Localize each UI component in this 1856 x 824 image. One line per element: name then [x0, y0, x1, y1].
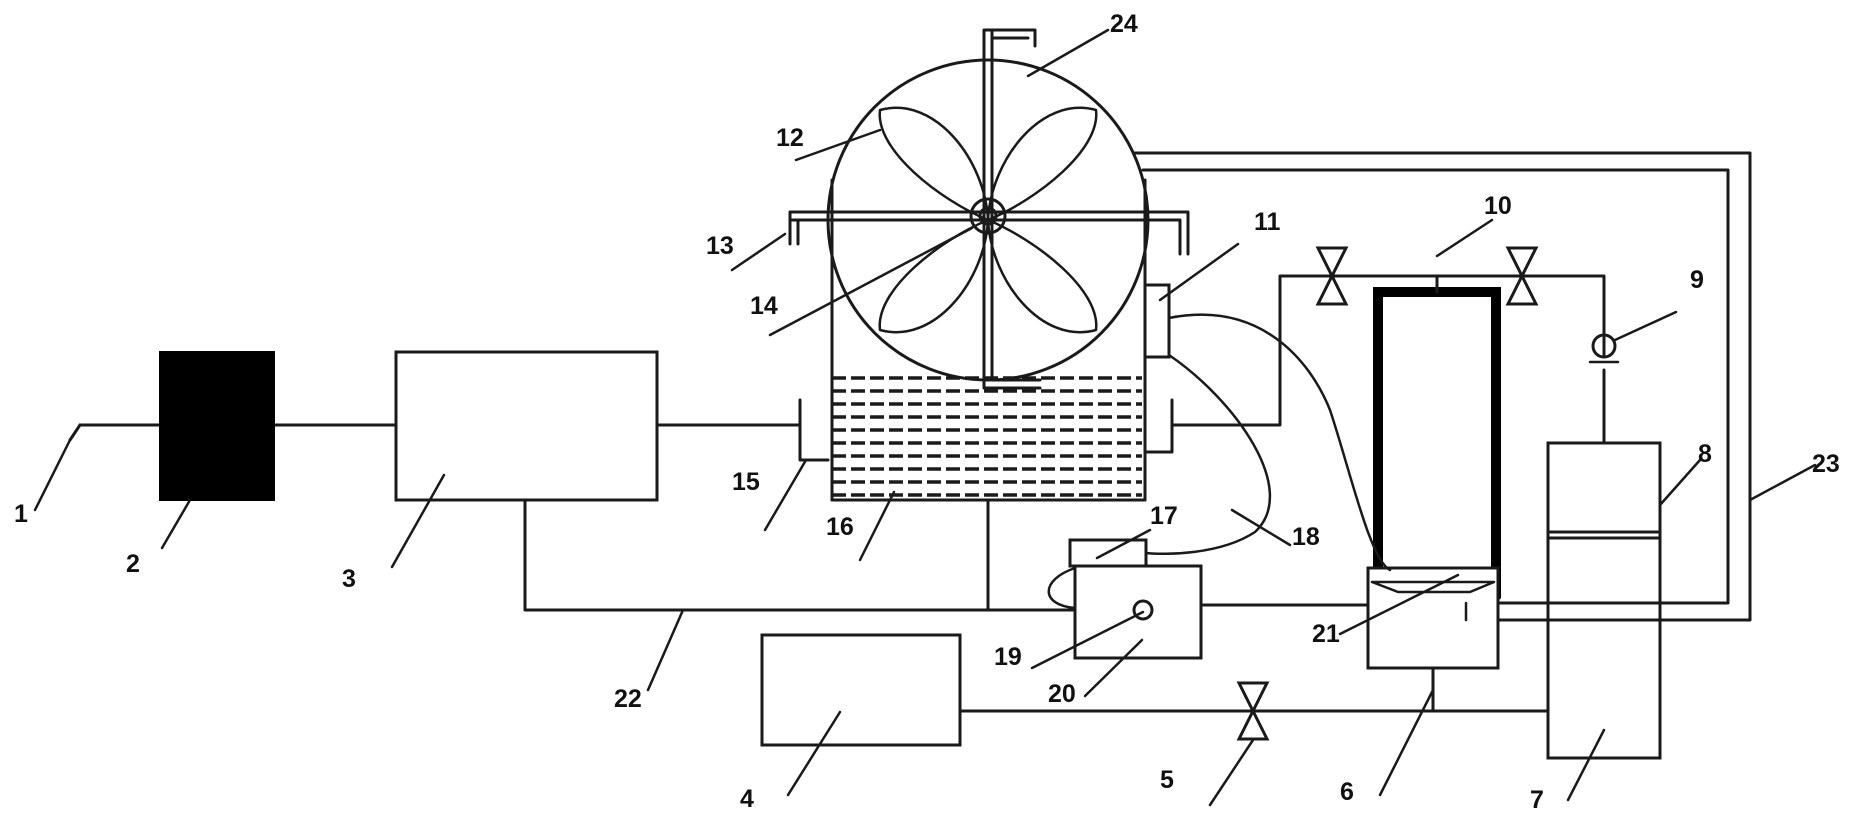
cable-sensor-to-21: [1167, 313, 1392, 572]
label-7: 7: [1530, 786, 1544, 814]
label-5: 5: [1160, 766, 1174, 794]
label-8: 8: [1698, 440, 1712, 468]
label-18: 18: [1292, 523, 1320, 551]
line-22: [523, 498, 1077, 612]
sensor-11: [1143, 283, 1171, 359]
inlet-stub: [68, 423, 82, 442]
leader-lines: [33, 28, 1817, 807]
tank-7: [1546, 441, 1662, 760]
pump-9: [1591, 333, 1617, 359]
cable-18: [1144, 353, 1272, 556]
rotor-hub-inner: [978, 206, 998, 226]
label-22: 22: [614, 685, 642, 713]
label-21: 21: [1312, 620, 1340, 648]
valve-top-left: [1315, 246, 1349, 306]
valve-top-right: [1505, 246, 1539, 306]
label-23: 23: [1812, 450, 1840, 478]
component-3-box: [394, 350, 659, 502]
label-13: 13: [706, 232, 734, 260]
label-9: 9: [1690, 266, 1704, 294]
rotor-shaft: [982, 28, 1042, 390]
component-2-block: [159, 351, 275, 501]
label-20: 20: [1048, 680, 1076, 708]
loop-line-23: [1133, 151, 1752, 622]
upper-return-line: [1170, 274, 1606, 427]
label-10: 10: [1484, 192, 1512, 220]
label-16: 16: [826, 513, 854, 541]
label-3: 3: [342, 565, 356, 593]
tank-outlet-pipe: [1143, 398, 1174, 454]
label-14: 14: [750, 292, 778, 320]
component-4-box: [760, 633, 962, 747]
label-1: 1: [14, 500, 28, 528]
label-6: 6: [1340, 778, 1354, 806]
unit-21-inner: [1370, 580, 1496, 594]
loop-line-23-inner: [1141, 168, 1730, 605]
label-24: 24: [1110, 10, 1138, 38]
label-17: 17: [1150, 502, 1178, 530]
label-12: 12: [776, 124, 804, 152]
rotor-hub-14: [969, 197, 1007, 235]
water-lines-16: [832, 376, 1142, 497]
unit-20-loop: [1047, 566, 1077, 610]
label-15: 15: [732, 468, 760, 496]
label-2: 2: [126, 550, 140, 578]
label-11: 11: [1254, 208, 1281, 236]
label-19: 19: [994, 643, 1022, 671]
part-labels: 1 2 3 4 5 6 7 8 9 10 11 12 13 14 15 16 1…: [14, 10, 1840, 814]
rotor-blades-12: [878, 106, 1098, 334]
element-19: [1132, 599, 1154, 621]
inlet-pipe-15: [798, 398, 830, 462]
label-4: 4: [740, 785, 754, 813]
spray-arm-13: [788, 210, 1190, 256]
